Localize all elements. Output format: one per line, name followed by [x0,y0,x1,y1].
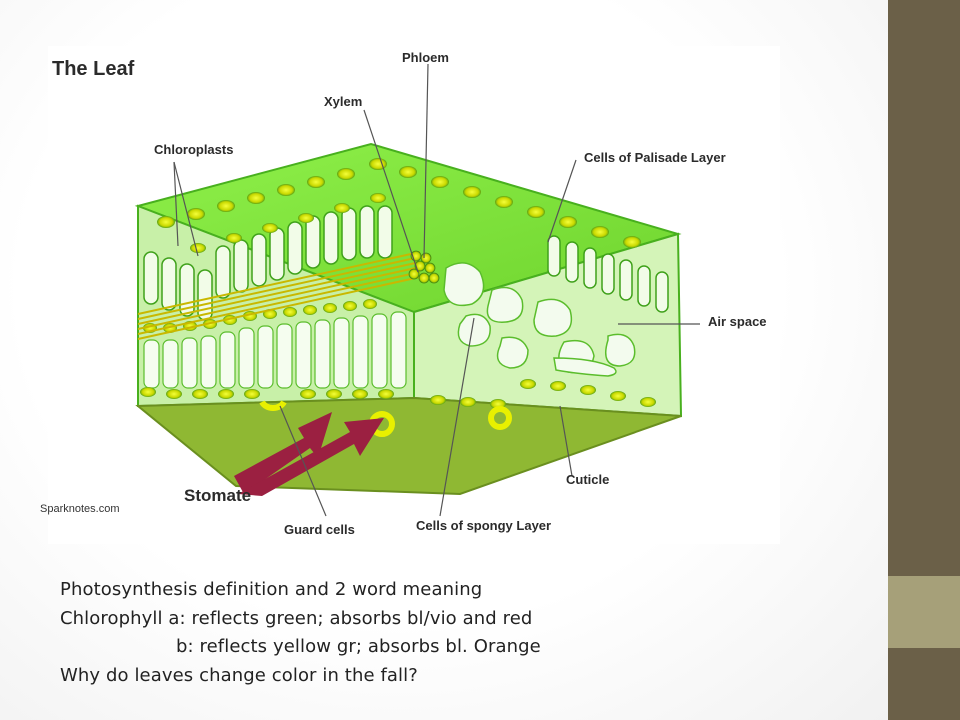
label-palisade: Cells of Palisade Layer [584,150,726,165]
note-line: Why do leaves change color in the fall? [60,664,418,686]
label-air-space: Air space [708,314,767,329]
label-guard-cells: Guard cells [284,522,355,537]
note-line: Photosynthesis definition and 2 word mea… [60,579,483,600]
image-source-credit: Sparknotes.com [40,503,120,515]
label-chloroplasts: Chloroplasts [154,142,233,157]
leaf-cross-section-diagram: The Leaf Phloem Xylem Chloroplasts Cells… [48,46,780,544]
side-accent-block [888,576,960,648]
slide-notes: Photosynthesis definition and 2 word mea… [60,576,541,690]
note-line: b: reflects yellow gr; absorbs bl. Orang… [176,636,541,657]
label-phloem: Phloem [402,50,449,65]
label-spongy: Cells of spongy Layer [416,518,551,533]
stomate-arrows [234,412,384,496]
leader-lines [173,63,700,517]
chloroplasts [140,158,656,409]
side-palisade-cells [547,235,669,313]
vascular-bundle [137,251,421,340]
vascular-bundle-end [408,250,440,284]
label-xylem: Xylem [324,94,362,109]
diagram-title: The Leaf [52,58,135,80]
label-stomate: Stomate [184,486,251,505]
spongy-cells [443,262,636,377]
label-cuticle: Cuticle [566,472,609,487]
front-palisade-cells [143,205,393,321]
note-line: Chlorophyll a: reflects green; absorbs b… [60,607,533,629]
front-lower-cells [143,311,407,389]
